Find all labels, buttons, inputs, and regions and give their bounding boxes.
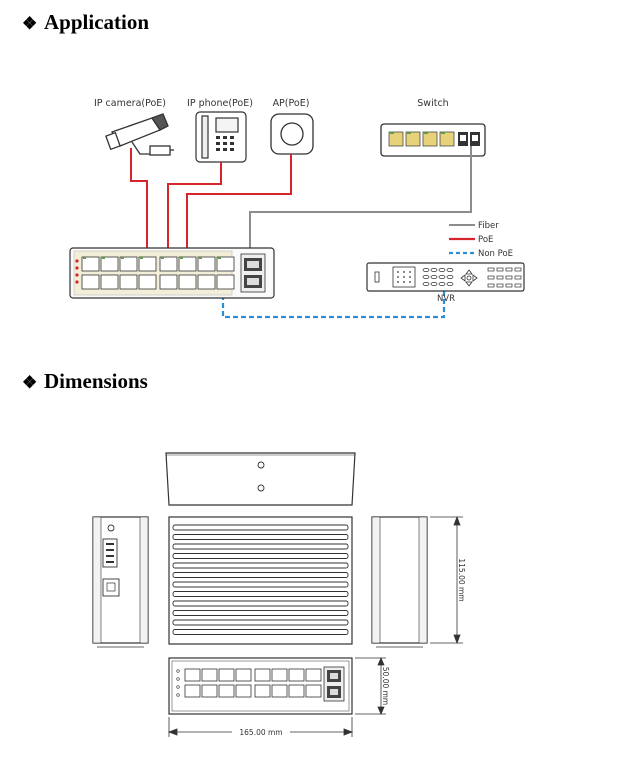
heatsink-fin <box>172 619 349 626</box>
ap-icon <box>270 113 314 155</box>
switch-icon <box>380 123 486 157</box>
switch-label: Switch <box>417 98 448 109</box>
heatsink-fin <box>172 543 349 550</box>
screw-icon <box>257 461 265 469</box>
dimensions-heading: ❖ Dimensions <box>22 369 148 394</box>
heatsink-fin <box>172 600 349 607</box>
diamond-bullet-icon: ❖ <box>22 14 38 33</box>
heatsink-fin <box>172 534 349 540</box>
heatsink-fin <box>172 524 349 531</box>
top-view <box>165 452 356 506</box>
heatsink-fin <box>172 562 349 569</box>
heatsink-fin <box>172 591 349 597</box>
ap-label: AP(PoE) <box>273 98 310 109</box>
poe-switch-icon <box>69 247 275 299</box>
dimensions-diagram: 115.00 mm 50.00 mm 165.00 mm <box>92 452 466 737</box>
height-dimension <box>355 656 386 716</box>
heatsink-fin <box>172 629 349 635</box>
terminal-block-icon <box>102 538 118 568</box>
application-title: Application <box>44 10 150 34</box>
depth-label: 115.00 mm <box>457 558 466 601</box>
heatsink-fin <box>172 581 349 588</box>
heatsink-fin <box>172 553 349 559</box>
heatsink-fin <box>172 572 349 578</box>
fiber-legend-label: Fiber <box>478 221 499 231</box>
port-panel-view <box>168 657 353 715</box>
non-poe-cable <box>221 282 446 319</box>
ip-phone-icon <box>195 111 247 163</box>
width-dimension <box>167 717 354 737</box>
right-side-view <box>371 516 428 648</box>
fiber-cable <box>249 146 472 250</box>
ip-camera-label: IP camera(PoE) <box>94 98 166 109</box>
screw-icon <box>257 484 265 492</box>
ip-phone-label: IP phone(PoE) <box>187 98 253 109</box>
ground-screw-icon <box>107 524 115 532</box>
width-label: 165.00 mm <box>239 728 282 737</box>
cable-legend: Fiber PoE Non PoE <box>449 221 513 259</box>
diamond-bullet-icon: ❖ <box>22 373 38 392</box>
poe-cables <box>130 148 292 250</box>
console-port-icon <box>102 578 120 597</box>
ip-camera-icon <box>105 113 174 156</box>
heatsink-fin <box>172 610 349 616</box>
depth-dimension <box>430 515 463 645</box>
application-heading: ❖ Application <box>22 10 149 35</box>
poe-legend-label: PoE <box>478 235 493 245</box>
nvr-icon <box>366 262 525 292</box>
height-label: 50.00 mm <box>381 667 390 705</box>
dimensions-title: Dimensions <box>44 369 148 393</box>
non-poe-legend-label: Non PoE <box>478 249 513 259</box>
left-side-view <box>92 516 149 648</box>
heatsink-view <box>168 516 353 645</box>
nvr-label: NVR <box>437 294 455 304</box>
application-diagram: IP camera(PoE) IP phone(PoE) AP(PoE) Swi… <box>69 98 525 319</box>
